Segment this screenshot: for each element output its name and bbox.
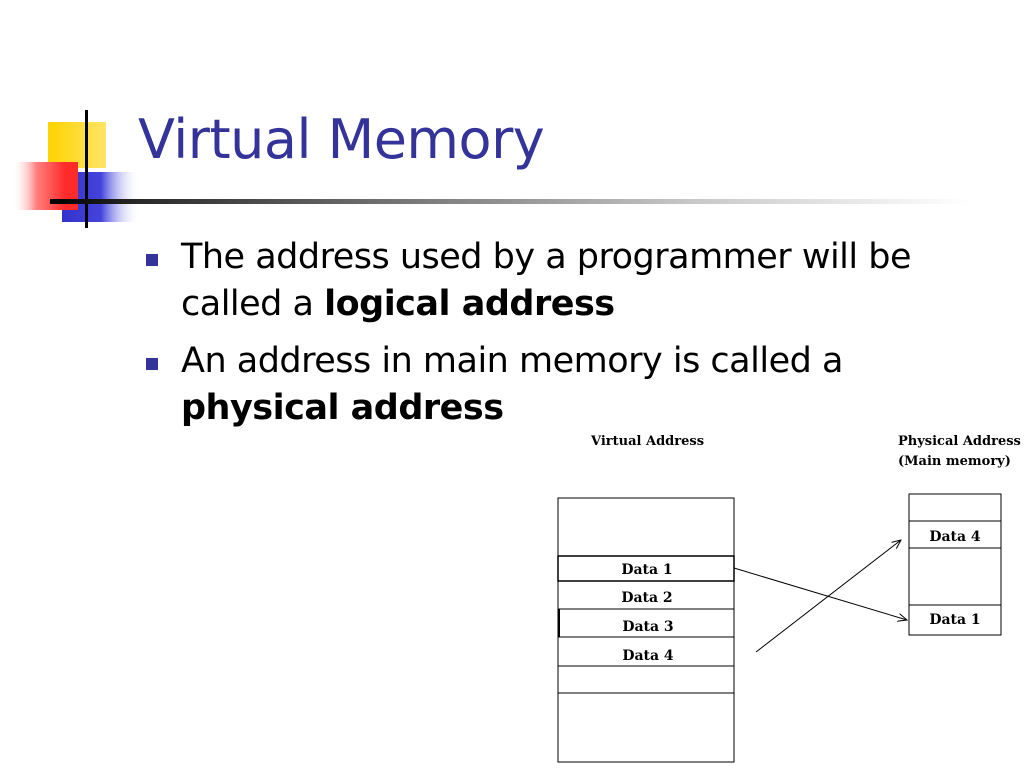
virtual-cell-text: Data 3 xyxy=(622,619,673,635)
mapping-arrow-data1 xyxy=(733,567,907,620)
bullet-term: physical address xyxy=(181,388,504,428)
bullet-item: An address in main memory is called a ph… xyxy=(146,338,966,432)
yellow-square xyxy=(48,122,106,168)
data1-highlight xyxy=(557,555,735,582)
virtual-address-label: Virtual Address xyxy=(590,434,704,449)
mapping-arrow-data4 xyxy=(755,540,901,653)
corner-decoration xyxy=(14,110,140,228)
virtual-cell-text: Data 1 xyxy=(621,562,672,578)
physical-table-frame xyxy=(908,493,1002,636)
physical-address-table: Data 4 Data 1 xyxy=(908,493,1002,636)
bullet-text: The address used by a programmer will be… xyxy=(181,237,912,324)
physical-address-label: Physical Address xyxy=(898,434,1021,449)
title-underline xyxy=(50,199,970,204)
physical-address-sublabel: (Main memory) xyxy=(898,454,1011,469)
physical-cell-text: Data 1 xyxy=(929,612,980,628)
virtual-cell-text: Data 4 xyxy=(622,648,674,664)
virtual-address-table: Data 1 Data 2 Data 3 Data 4 xyxy=(557,497,735,763)
virtual-table-frame xyxy=(557,497,735,763)
virtual-cell-text: Data 2 xyxy=(621,590,672,606)
square-bullet-icon xyxy=(146,358,158,370)
bullet-term: logical address xyxy=(324,284,615,324)
bullet-item: The address used by a programmer will be… xyxy=(146,234,966,328)
bullet-text: An address in main memory is called a xyxy=(181,341,843,381)
vertical-rule xyxy=(85,110,88,228)
square-bullet-icon xyxy=(146,254,158,266)
physical-cell-text: Data 4 xyxy=(929,529,981,545)
slide-title: Virtual Memory xyxy=(138,108,545,171)
bullet-list: The address used by a programmer will be… xyxy=(146,234,966,432)
